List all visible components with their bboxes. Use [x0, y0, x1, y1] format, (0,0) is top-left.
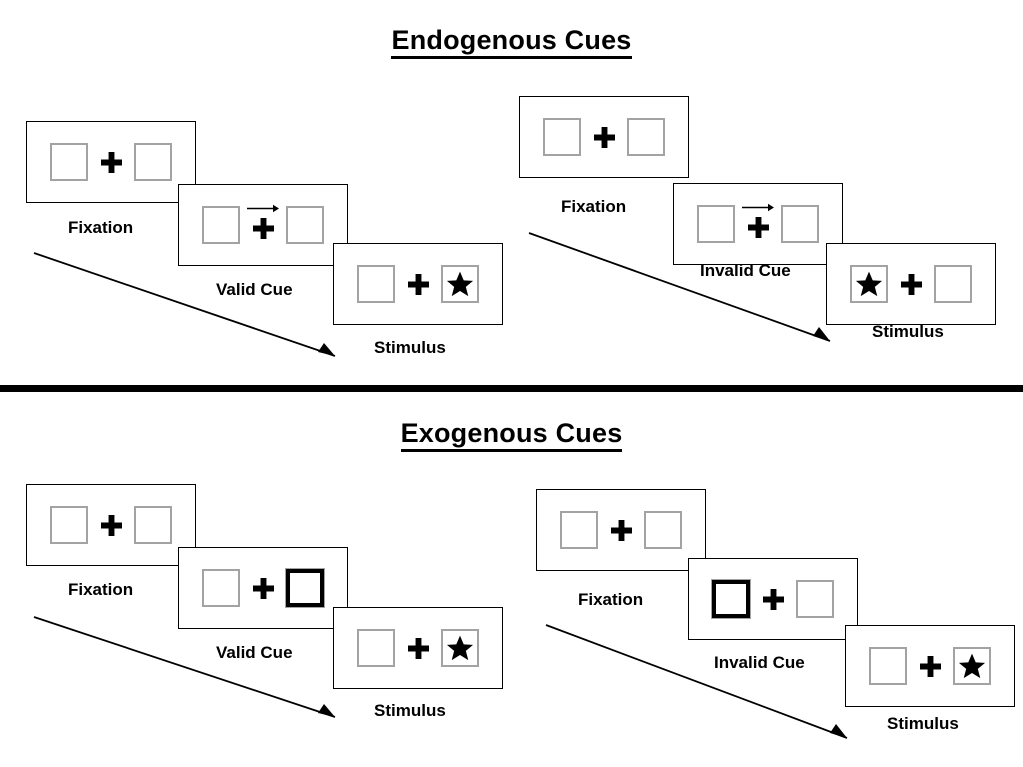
stimulus-box-right-cued	[285, 568, 325, 608]
stimulus-box-left	[357, 629, 395, 667]
stimulus-box-right	[134, 143, 172, 181]
stimulus-box-left	[202, 206, 240, 244]
star-target-icon	[958, 653, 986, 679]
panel-endogenous-invalid-stimulus	[826, 243, 996, 325]
caption-endogenous-valid-fixation: Fixation	[68, 218, 134, 237]
panel-content	[334, 608, 502, 688]
time-progression-arrow-icon-endogenous-invalid	[528, 232, 831, 342]
panel-endogenous-valid-fixation	[26, 121, 196, 203]
panel-endogenous-valid-cue	[178, 184, 348, 266]
stimulus-box-left	[202, 569, 240, 607]
fixation-center	[735, 201, 781, 247]
panel-content	[520, 97, 688, 177]
caption-exogenous-valid-fixation: Fixation	[68, 580, 134, 599]
panel-endogenous-invalid-fixation	[519, 96, 689, 178]
time-progression-arrow-icon-exogenous-invalid	[545, 624, 848, 739]
stimulus-box-left	[543, 118, 581, 156]
fixation-cross-icon	[919, 655, 941, 677]
fixation-cross-icon	[747, 217, 769, 238]
stimulus-box-right	[286, 206, 324, 244]
fixation-cross-icon	[100, 151, 122, 173]
section-title-exogenous: Exogenous Cues	[0, 418, 1023, 452]
fixation-cross-icon	[762, 588, 784, 610]
fixation-cross-icon	[252, 577, 274, 599]
panel-exogenous-invalid-stimulus	[845, 625, 1015, 707]
right-arrow-cue-icon	[742, 203, 774, 212]
stimulus-box-left	[50, 143, 88, 181]
stimulus-box-left	[357, 265, 395, 303]
panel-endogenous-valid-stimulus	[333, 243, 503, 325]
stimulus-box-right	[134, 506, 172, 544]
caption-endogenous-valid-cue: Valid Cue	[216, 280, 293, 299]
panel-content	[27, 122, 195, 202]
fixation-cross-icon	[900, 273, 922, 295]
panel-content	[179, 185, 347, 265]
fixation-center	[907, 643, 953, 689]
stimulus-box-left-cued	[711, 579, 751, 619]
panel-content	[674, 184, 842, 264]
panel-exogenous-invalid-cue	[688, 558, 858, 640]
panel-content	[179, 548, 347, 628]
right-arrow-cue-icon	[247, 204, 279, 213]
fixation-center	[240, 202, 286, 248]
panel-content	[27, 485, 195, 565]
stimulus-box-right	[644, 511, 682, 549]
panel-content	[846, 626, 1014, 706]
fixation-center	[88, 139, 134, 185]
fixation-center	[240, 565, 286, 611]
star-target-icon	[446, 635, 474, 661]
stimulus-box-right	[441, 629, 479, 667]
stimulus-box-left	[50, 506, 88, 544]
fixation-cross-icon	[252, 218, 274, 239]
stimulus-box-left	[869, 647, 907, 685]
stimulus-box-left	[560, 511, 598, 549]
caption-endogenous-invalid-cue: Invalid Cue	[700, 261, 791, 280]
stimulus-box-right	[781, 205, 819, 243]
fixation-center	[750, 576, 796, 622]
fixation-cross-icon	[100, 514, 122, 536]
caption-exogenous-valid-stimulus: Stimulus	[374, 701, 446, 720]
star-target-icon	[446, 271, 474, 297]
fixation-center	[888, 261, 934, 307]
panel-content	[334, 244, 502, 324]
section-divider	[0, 385, 1023, 392]
panel-content	[689, 559, 857, 639]
panel-exogenous-valid-fixation	[26, 484, 196, 566]
fixation-cross-icon	[407, 637, 429, 659]
fixation-center	[581, 114, 627, 160]
caption-exogenous-invalid-stimulus: Stimulus	[887, 714, 959, 733]
time-progression-arrow-icon-exogenous-valid	[33, 616, 336, 718]
section-title-endogenous: Endogenous Cues	[0, 25, 1023, 59]
caption-exogenous-valid-cue: Valid Cue	[216, 643, 293, 662]
stimulus-box-right	[627, 118, 665, 156]
stimulus-box-left	[850, 265, 888, 303]
fixation-cross-icon	[610, 519, 632, 541]
fixation-center	[598, 507, 644, 553]
panel-content	[827, 244, 995, 324]
panel-exogenous-invalid-fixation	[536, 489, 706, 571]
caption-exogenous-invalid-cue: Invalid Cue	[714, 653, 805, 672]
panel-content	[537, 490, 705, 570]
fixation-center	[395, 625, 441, 671]
panel-exogenous-valid-cue	[178, 547, 348, 629]
stimulus-box-right	[934, 265, 972, 303]
stimulus-box-right	[796, 580, 834, 618]
fixation-cross-icon	[407, 273, 429, 295]
star-target-icon	[855, 271, 883, 297]
time-progression-arrow-icon-endogenous-valid	[33, 252, 336, 357]
caption-exogenous-invalid-fixation: Fixation	[578, 590, 644, 609]
section-title-endogenous-text: Endogenous Cues	[391, 25, 632, 59]
fixation-center	[88, 502, 134, 548]
fixation-center	[395, 261, 441, 307]
section-title-exogenous-text: Exogenous Cues	[400, 418, 623, 452]
caption-endogenous-invalid-fixation: Fixation	[561, 197, 627, 216]
panel-endogenous-invalid-cue	[673, 183, 843, 265]
caption-endogenous-valid-stimulus: Stimulus	[374, 338, 446, 357]
caption-endogenous-invalid-stimulus: Stimulus	[872, 322, 944, 341]
stimulus-box-right	[441, 265, 479, 303]
panel-exogenous-valid-stimulus	[333, 607, 503, 689]
fixation-cross-icon	[593, 126, 615, 148]
stimulus-box-left	[697, 205, 735, 243]
stimulus-box-right	[953, 647, 991, 685]
